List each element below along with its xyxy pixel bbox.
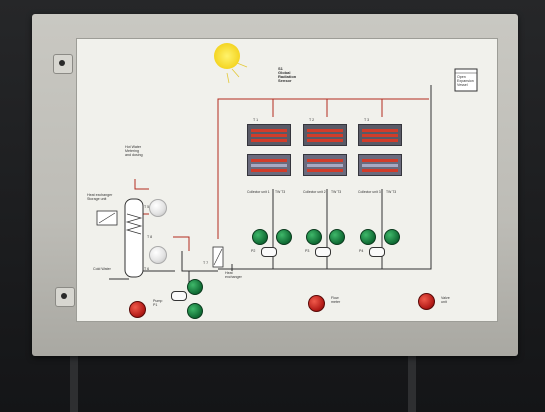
main-pump-start-button[interactable] (187, 279, 203, 295)
pump-p2-icon (261, 247, 277, 257)
temp-label-t5: T 5 (144, 205, 150, 209)
main-pump-icon (171, 291, 187, 301)
collector-foot: TW T3 (386, 190, 397, 194)
schematic-board: S1 Global Radiation Sensor Open Expansio… (76, 38, 498, 322)
collector-unit-2: T 2 Collector unit 2 TW T3 (303, 118, 347, 196)
collector-display-upper (303, 124, 347, 146)
temperature-sensor-lower (149, 246, 167, 264)
collector-display-lower (247, 154, 291, 176)
pump-tag: P3 (305, 249, 310, 253)
collector-foot: TW T3 (331, 190, 342, 194)
pump-fault-lamp (129, 301, 146, 318)
sun-symbol-icon (214, 43, 240, 69)
valve-fault-lamp (418, 293, 435, 310)
collector-foot: TW T3 (275, 190, 286, 194)
hot-water-label: Hot Water Metering and dosing (125, 145, 143, 157)
solar-sensor-label: S1 Global Radiation Sensor (278, 66, 297, 83)
collector-display-upper (358, 124, 402, 146)
collector-label: Collector unit 1 (247, 190, 270, 194)
stand-post-left (70, 350, 78, 412)
temp-label-t6: T 6 (144, 267, 150, 271)
temp-label-t7: T 7 (203, 261, 209, 265)
collector-label: Collector unit 2 (303, 190, 326, 194)
collector-display-lower (358, 154, 402, 176)
collector-unit-1: T 1 Collector unit 1 TW T3 (247, 118, 291, 196)
pump-p4-icon (369, 247, 385, 257)
pump-p3-stop-button[interactable] (329, 229, 345, 245)
flow-fault-lamp (308, 295, 325, 312)
flow-meter-label: Flow meter (331, 296, 341, 304)
pump-p2-stop-button[interactable] (276, 229, 292, 245)
pump-main-label: Pump P1 (153, 299, 163, 307)
main-pump-stop-button[interactable] (187, 303, 203, 319)
collector-tag: T 1 (253, 118, 259, 122)
pump-tag: P2 (251, 249, 256, 253)
collector-label: Collector unit 3 (358, 190, 381, 194)
collector-display-upper (247, 124, 291, 146)
pump-p2-start-button[interactable] (252, 229, 268, 245)
collector-unit-3: T 3 Collector unit 3 TW T3 (358, 118, 402, 196)
pump-tag: P4 (359, 249, 364, 253)
collector-tag: T 3 (364, 118, 370, 122)
heat-exchanger-label: Heat exchanger (225, 271, 242, 279)
cabinet-screw-bottom (55, 287, 75, 307)
collector-display-lower (303, 154, 347, 176)
valve-unit-label: Valve unit (441, 296, 450, 304)
cabinet-screw-top (53, 54, 73, 74)
pump-p4-stop-button[interactable] (384, 229, 400, 245)
temp-label-t8: T 8 (147, 235, 153, 239)
temperature-sensor-upper (149, 199, 167, 217)
stand-post-right (408, 356, 416, 412)
pipework-diagram (96, 62, 478, 290)
expansion-vessel-label: Open Expansion Vessel (457, 75, 474, 87)
collector-tag: T 2 (309, 118, 315, 122)
pump-p3-icon (315, 247, 331, 257)
cold-water-label: Cold Water (93, 267, 111, 271)
pump-p3-start-button[interactable] (306, 229, 322, 245)
pump-p4-start-button[interactable] (360, 229, 376, 245)
storage-unit-label: Heat exchanger Storage unit (87, 193, 113, 201)
